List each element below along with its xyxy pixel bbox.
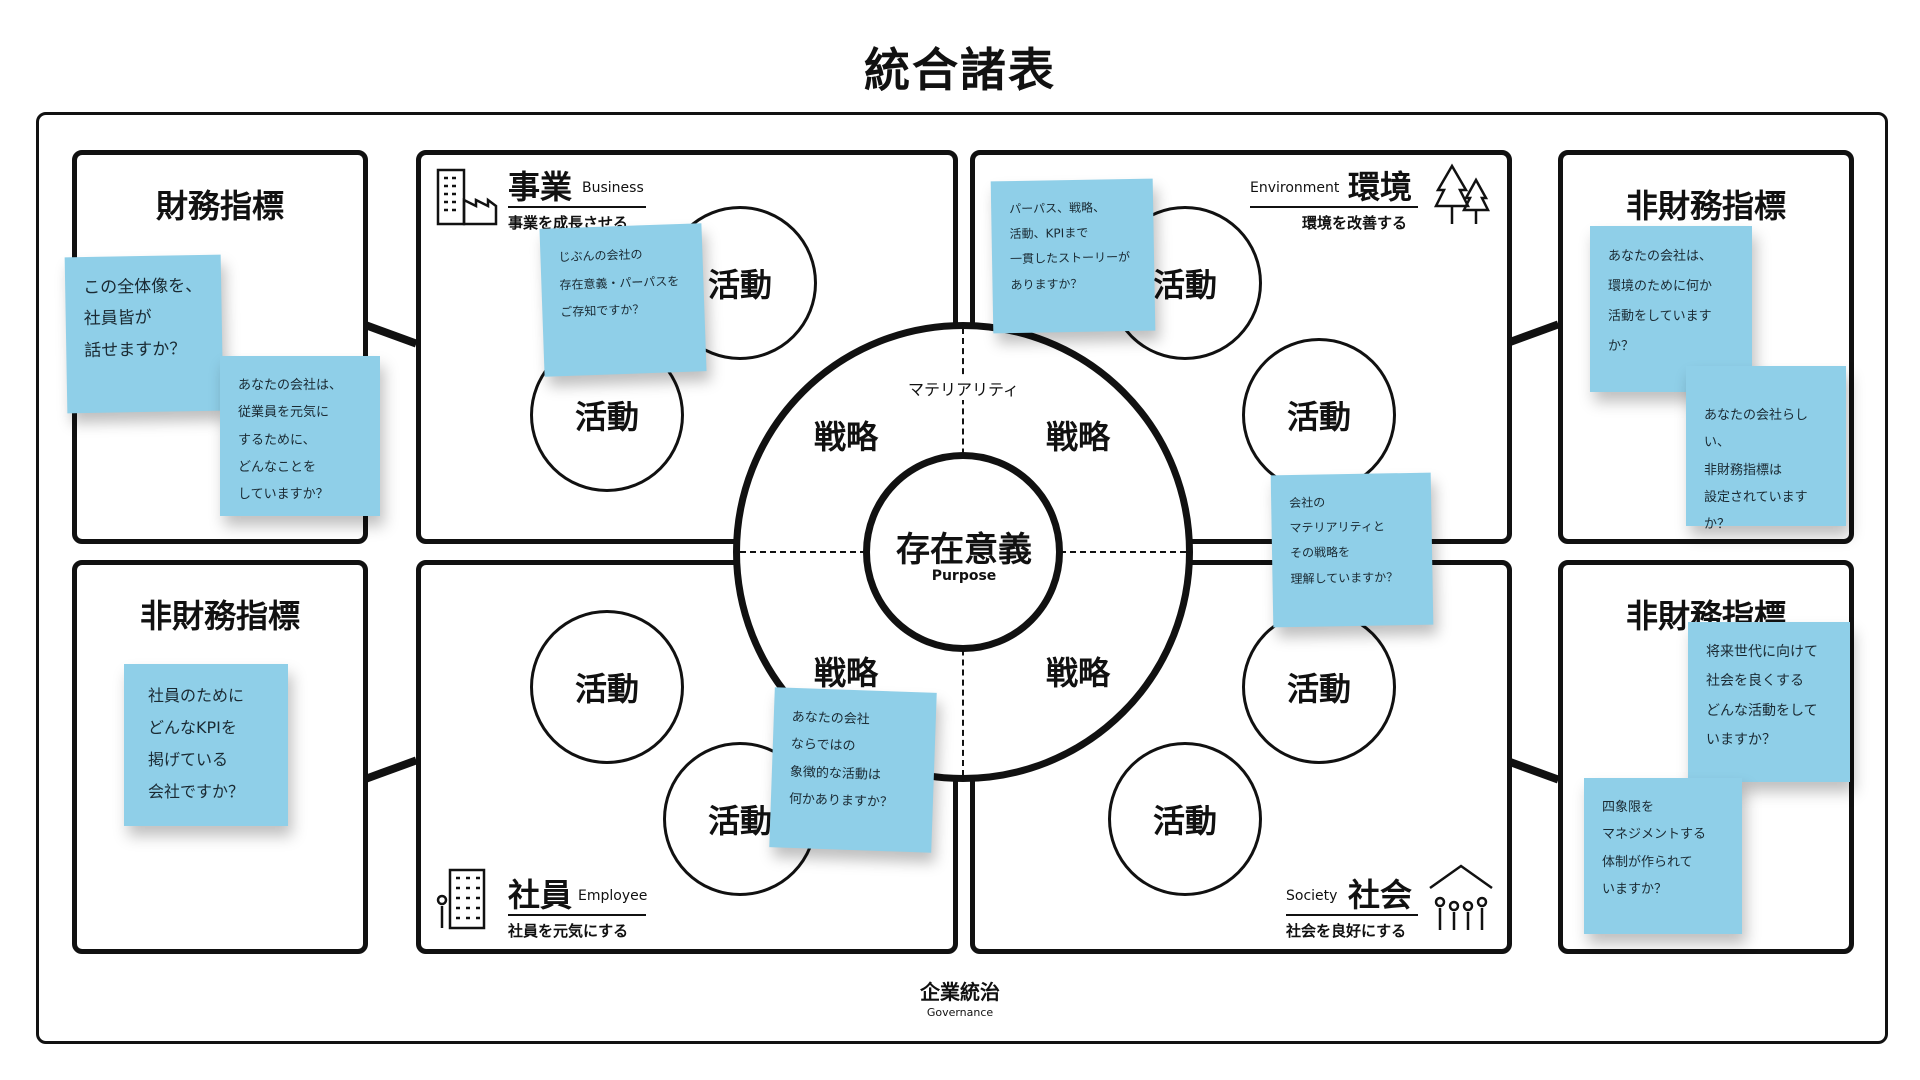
office-building-icon [436,866,488,932]
employee-underline [508,914,646,916]
sticky-note[interactable]: パーパス、戦略、 活動、KPIまで 一貫したストーリーが ありますか？ [990,178,1156,334]
sticky-note-text: あなたの会社は、 従業員を元気に するために、 どんなことを していますか？ [238,378,343,503]
sticky-note[interactable]: あなたの会社は、 環境のために何か 活動をしていますか？ [1590,226,1752,392]
activity-circle: 活動 [1242,610,1396,764]
sticky-note-text: あなたの会社 ならではの 象徴的な活動は 何かありますか？ [788,709,894,811]
materiality-label: マテリアリティ [904,376,1024,400]
sticky-note-text: 社員のために どんなKPIを 掲げている 会社ですか？ [148,686,245,801]
sticky-note-text: パーパス、戦略、 活動、KPIまで 一貫したストーリーが ありますか？ [1009,200,1131,292]
sticky-note-text: あなたの会社は、 環境のために何か 活動をしていますか？ [1608,249,1713,354]
strategy-label-bl: 戦略 [814,654,879,692]
business-underline [508,206,646,208]
sticky-note-text: 四象限を マネジメントする 体制が作られて いますか？ [1602,800,1707,897]
sticky-note[interactable]: 社員のために どんなKPIを 掲げている 会社ですか？ [124,664,288,826]
nonfinancial-indicators-heading: 非財務指標 [139,597,300,635]
purpose-circle [863,452,1063,652]
nonfinancial-indicators-heading: 非財務指標 [1625,187,1786,225]
society-en: Society [1286,888,1338,904]
strategy-label-br: 戦略 [1046,654,1111,692]
sticky-note[interactable]: あなたの会社は、 従業員を元気に するために、 どんなことを していますか？ [220,356,380,516]
sticky-note[interactable]: 四象限を マネジメントする 体制が作られて いますか？ [1584,778,1742,934]
activity-circle: 活動 [530,610,684,764]
sticky-note[interactable]: この全体像を、 社員皆が 話せますか？ [64,254,224,414]
governance-frame [36,112,1888,1044]
sticky-note[interactable]: あなたの会社 ならではの 象徴的な活動は 何かありますか？ [769,687,937,853]
employee-title: 社員 [508,876,573,914]
strategy-label-tr: 戦略 [1046,418,1111,456]
financial-indicators-heading: 財務指標 [155,187,284,225]
sticky-note-text: あなたの会社らしい、 非財務指標は 設定されていますか？ [1704,408,1809,533]
business-en: Business [582,180,644,196]
governance-sub: Governance [926,1006,994,1019]
strategy-label-tl: 戦略 [814,418,879,456]
environment-underline [1250,206,1418,208]
purpose-sub: Purpose [931,568,997,584]
environment-en: Environment [1250,180,1340,196]
employee-en: Employee [578,888,648,904]
society-subtitle: 社会を良好にする [1286,922,1407,940]
activity-circle: 活動 [1108,742,1262,896]
sticky-note[interactable]: あなたの会社らしい、 非財務指標は 設定されていますか？ [1686,366,1846,532]
activity-circle: 活動 [1242,338,1396,492]
employee-subtitle: 社員を元気にする [508,922,629,940]
sticky-note-text: じぶんの会社の 存在意義・パーパスを ご存知ですか？ [558,247,680,320]
sticky-note-text: この全体像を、 社員皆が 話せますか？ [83,275,203,361]
sticky-note-text: 会社の マテリアリティと その戦略を 理解していますか？ [1289,495,1399,586]
forest-icon [1432,162,1490,228]
page-title: 統合諸表 [864,43,1056,97]
sticky-note[interactable]: じぶんの会社の 存在意義・パーパスを ご存知ですか？ [539,223,707,377]
sticky-note-text: 将来世代に向けて 社会を良くする どんな活動をして いますか？ [1706,644,1818,749]
society-underline [1286,914,1418,916]
business-title: 事業 [508,168,573,206]
purpose-title: 存在意義 [896,530,1032,570]
building-icon [434,166,498,228]
sticky-note[interactable]: 会社の マテリアリティと その戦略を 理解していますか？ [1270,472,1434,628]
governance-label: 企業統治 [920,980,1000,1004]
environment-subtitle: 環境を改善する [1302,214,1408,232]
environment-title: 環境 [1348,168,1413,206]
sticky-note[interactable]: 将来世代に向けて 社会を良くする どんな活動をして いますか？ [1688,622,1850,782]
society-title: 社会 [1348,876,1413,914]
community-icon [1426,862,1496,934]
